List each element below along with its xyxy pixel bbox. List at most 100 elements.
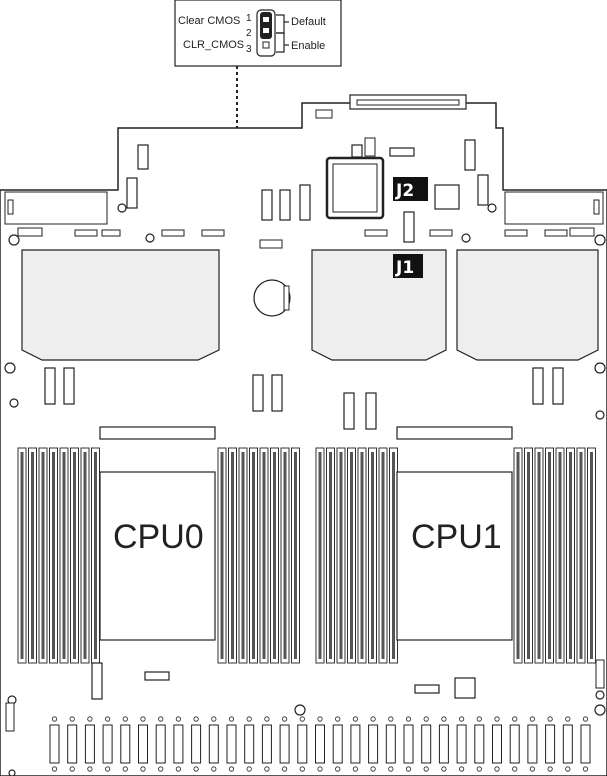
- bottom-hole: [547, 716, 553, 722]
- bottom-hole: [122, 716, 128, 722]
- small-chip: [351, 144, 363, 158]
- bottom-hole: [87, 766, 93, 772]
- bottom-hole: [51, 716, 58, 722]
- bottom-connector: [315, 724, 325, 764]
- dimm-slot-inner: [220, 452, 224, 659]
- dimm-slot-inner: [62, 452, 66, 659]
- bottom-hole: [512, 716, 518, 722]
- bottom-connector: [226, 724, 237, 764]
- bottom-connector: [155, 724, 166, 764]
- dimm-slot-inner: [329, 452, 332, 659]
- dimm-slot-inner: [294, 452, 297, 659]
- dimm-slot-inner: [569, 452, 572, 659]
- bottom-hole: [423, 716, 429, 722]
- bottom-connector: [244, 724, 255, 764]
- j1-label: J1: [395, 258, 414, 278]
- jumper-cap-icon: [260, 12, 272, 39]
- dimm-slot-inner: [262, 452, 266, 659]
- left-riser: [4, 191, 108, 225]
- bottom-hole: [352, 716, 358, 722]
- dimm-slot-inner: [350, 452, 353, 659]
- dimm-slot-inner: [83, 452, 87, 659]
- bottom-connector: [527, 724, 538, 764]
- lower-connector: [91, 662, 103, 700]
- dimm-slot-inner: [73, 452, 76, 659]
- bottom-hole: [193, 716, 199, 722]
- dimm-slot-inner: [537, 452, 541, 659]
- dimm-slot-inner: [94, 452, 97, 659]
- bottom-connector: [438, 724, 449, 764]
- dimm-slot-inner: [360, 452, 364, 659]
- bottom-hole: [335, 716, 341, 722]
- bottom-hole: [122, 766, 128, 772]
- bottom-connector: [138, 724, 148, 764]
- bottom-hole: [547, 766, 553, 772]
- bottom-hole: [441, 716, 447, 722]
- dimm-slot-inner: [241, 452, 245, 659]
- legend-line-1: Clear CMOS: [178, 15, 240, 27]
- bottom-hole: [565, 766, 571, 772]
- bottom-connector: [173, 724, 184, 764]
- bottom-hole: [423, 766, 429, 772]
- default-label: Default: [291, 16, 326, 28]
- dimm-slot-inner: [392, 452, 395, 659]
- dimm-slot-inner: [516, 452, 520, 659]
- j1-jumper-icon: [403, 211, 415, 243]
- bottom-hole: [317, 716, 323, 722]
- enable-label: Enable: [291, 40, 325, 52]
- bottom-hole: [246, 766, 252, 772]
- bottom-connector: [492, 724, 502, 764]
- bottom-hole: [370, 766, 376, 772]
- bottom-hole: [140, 716, 146, 722]
- bottom-hole: [388, 716, 394, 722]
- bottom-hole: [140, 766, 146, 772]
- dimm-latch-bars: [99, 426, 513, 440]
- bottom-connector: [456, 724, 467, 764]
- bottom-hole: [529, 716, 536, 722]
- pin-1-label: 1: [246, 13, 252, 24]
- fan-area-left: [21, 249, 220, 361]
- bottom-hole: [193, 766, 199, 772]
- bmc-chip: [325, 156, 385, 220]
- fan-headers: [17, 227, 595, 249]
- bottom-hole: [299, 766, 305, 772]
- right-edge-header: [595, 659, 605, 689]
- pin-header: [364, 137, 376, 157]
- m2-connector: [389, 147, 415, 157]
- dimm-slot-inner: [548, 452, 551, 659]
- bottom-connector: [208, 724, 219, 764]
- pin-2-label: 2: [246, 28, 252, 39]
- bottom-hole: [69, 716, 75, 722]
- bottom-hole: [476, 716, 482, 722]
- bottom-hole: [512, 766, 518, 772]
- lower-chip: [454, 677, 476, 699]
- bottom-hole: [228, 766, 235, 772]
- bottom-connector: [67, 724, 78, 764]
- bottom-hole: [175, 766, 181, 772]
- cpu0-socket: CPU0: [99, 471, 216, 641]
- fan-area-right: [456, 249, 599, 361]
- bottom-connector: [562, 724, 573, 764]
- bottom-hole: [405, 766, 412, 772]
- clear-cmos-legend: Clear CMOS CLR_CMOS 1 2 3 Default Enable: [174, 0, 342, 67]
- bottom-hole: [87, 716, 93, 722]
- bottom-hole: [211, 716, 217, 722]
- j1-callout: J1: [393, 254, 423, 278]
- bottom-connector: [297, 724, 308, 764]
- bottom-hole: [264, 716, 270, 722]
- slim-connectors: [126, 139, 489, 221]
- bottom-connector: [120, 724, 131, 764]
- bottom-hole: [299, 716, 305, 722]
- bottom-hole: [405, 716, 412, 722]
- bottom-connector: [350, 724, 361, 764]
- bottom-connector: [102, 724, 113, 764]
- bottom-hole: [281, 766, 288, 772]
- cpu1-socket: CPU1: [396, 471, 513, 641]
- bottom-connector: [332, 724, 343, 764]
- bottom-connector: [49, 724, 60, 764]
- bottom-hole: [335, 766, 341, 772]
- legend-line-2: CLR_CMOS: [183, 39, 244, 51]
- dimm-slot-inner: [252, 452, 255, 659]
- dimm-slot-inner: [31, 452, 34, 659]
- pcie-slots-band: [44, 367, 564, 430]
